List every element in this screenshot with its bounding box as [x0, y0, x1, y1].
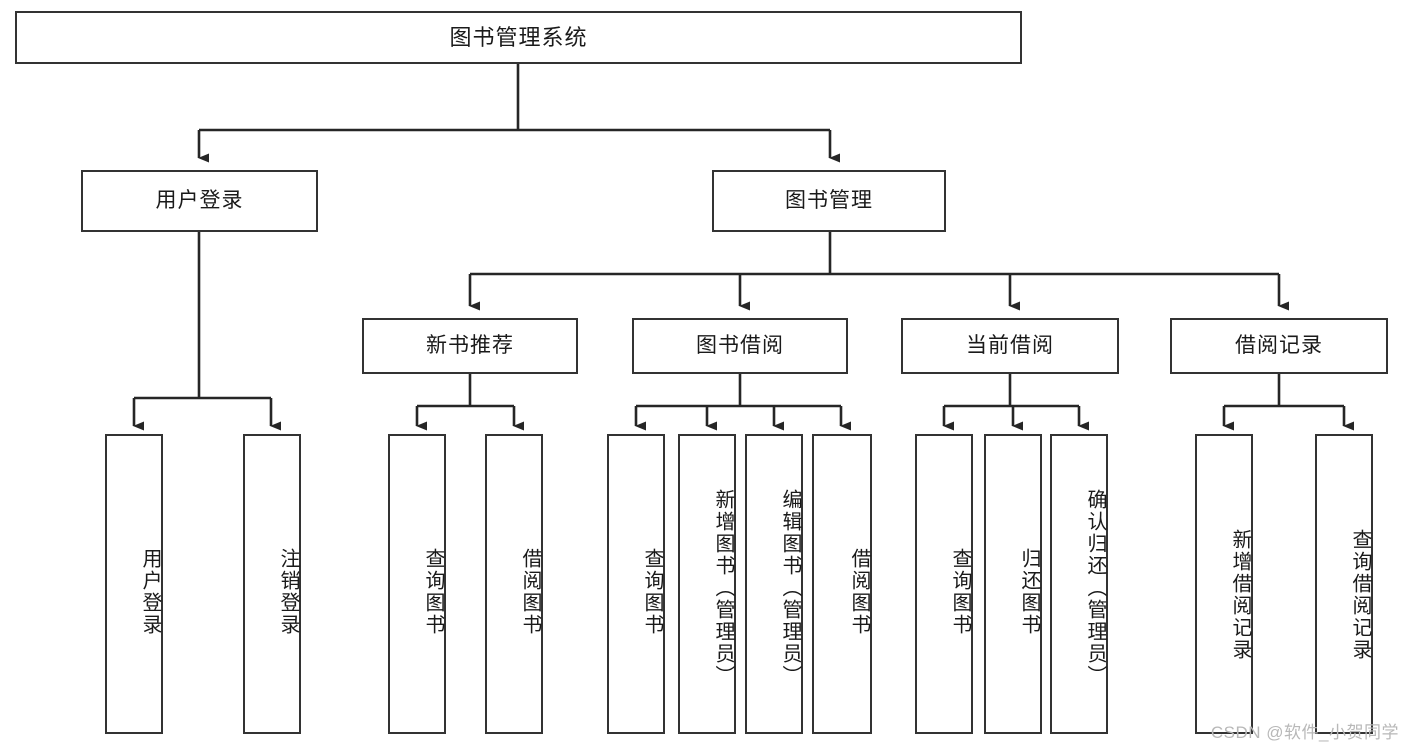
node-leaf-return-book[interactable]: 归还图书 — [984, 434, 1042, 734]
node-book-borrow[interactable]: 图书借阅 — [632, 318, 848, 374]
node-leaf-query-book-3[interactable]: 查询图书 — [915, 434, 973, 734]
node-new-book-recommend[interactable]: 新书推荐 — [362, 318, 578, 374]
node-user-login-label: 用户登录 — [155, 188, 244, 212]
node-leaf-borrow-book-2[interactable]: 借阅图书 — [812, 434, 872, 734]
node-root[interactable]: 图书管理系统 — [15, 11, 1022, 64]
node-leaf-user-login[interactable]: 用户登录 — [105, 434, 163, 734]
node-leaf-edit-book[interactable]: 编辑图书（管理员） — [745, 434, 803, 734]
node-book-borrow-label: 图书借阅 — [696, 333, 784, 357]
node-user-login[interactable]: 用户登录 — [81, 170, 318, 232]
watermark: CSDN @软件_小贺同学 — [1210, 723, 1399, 742]
node-leaf-return-book-label: 归还图书 — [1018, 548, 1040, 636]
node-leaf-add-record-label: 新增借阅记录 — [1229, 529, 1251, 661]
node-leaf-query-record[interactable]: 查询借阅记录 — [1315, 434, 1373, 734]
node-current-borrow[interactable]: 当前借阅 — [901, 318, 1119, 374]
node-leaf-query-book-2[interactable]: 查询图书 — [607, 434, 665, 734]
node-borrow-record[interactable]: 借阅记录 — [1170, 318, 1388, 374]
node-leaf-confirm-return-label: 确认归还（管理员） — [1084, 489, 1106, 687]
node-leaf-logout-login[interactable]: 注销登录 — [243, 434, 301, 734]
node-leaf-edit-book-label: 编辑图书（管理员） — [779, 489, 801, 687]
node-book-management-label: 图书管理 — [785, 188, 873, 212]
node-new-book-recommend-label: 新书推荐 — [426, 333, 514, 357]
node-leaf-borrow-book-1[interactable]: 借阅图书 — [485, 434, 543, 734]
node-book-management[interactable]: 图书管理 — [712, 170, 946, 232]
node-leaf-add-record[interactable]: 新增借阅记录 — [1195, 434, 1253, 734]
node-borrow-record-label: 借阅记录 — [1235, 333, 1323, 357]
node-leaf-logout-login-label: 注销登录 — [277, 548, 299, 636]
node-leaf-query-book-1[interactable]: 查询图书 — [388, 434, 446, 734]
node-leaf-query-book-3-label: 查询图书 — [949, 548, 971, 636]
node-leaf-confirm-return[interactable]: 确认归还（管理员） — [1050, 434, 1108, 734]
node-current-borrow-label: 当前借阅 — [966, 333, 1054, 357]
node-leaf-borrow-book-2-label: 借阅图书 — [848, 548, 870, 636]
node-leaf-query-record-label: 查询借阅记录 — [1349, 529, 1371, 661]
node-leaf-add-book[interactable]: 新增图书（管理员） — [678, 434, 736, 734]
node-leaf-add-book-label: 新增图书（管理员） — [712, 489, 734, 687]
node-leaf-borrow-book-1-label: 借阅图书 — [519, 548, 541, 636]
node-leaf-query-book-2-label: 查询图书 — [641, 548, 663, 636]
node-leaf-query-book-1-label: 查询图书 — [422, 548, 444, 636]
node-root-label: 图书管理系统 — [449, 24, 588, 50]
node-leaf-user-login-label: 用户登录 — [139, 548, 161, 636]
